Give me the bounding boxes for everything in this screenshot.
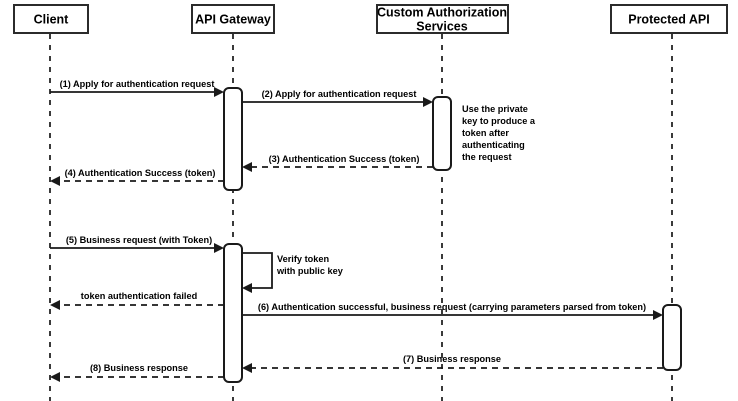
participant-custom-authorization-services[interactable]: Custom Authorization Services [376,4,509,34]
message-3-label: (3) Authentication Success (token) [269,154,420,164]
self-message-verify-token-label-line1: Verify token [277,254,329,264]
activation-bar-custom-authorization-services [432,96,452,171]
participant-box-api-gateway [191,4,275,34]
message-4-arrowhead [50,176,60,186]
message-8[interactable]: (8) Business response [50,363,224,382]
message-1-arrowhead [214,87,224,97]
message-1-label: (1) Apply for authentication request [60,79,215,89]
self-message-verify-token-line [242,252,273,289]
participant-label-client: Client [34,12,70,26]
note-private-key-line5: the request [462,152,512,162]
note-private-key-line4: authenticating [462,140,525,150]
participant-label-custom-authorization-services-line1: Custom Authorization [377,5,507,19]
note-private-key: Use the private key to produce a token a… [462,104,536,162]
participant-client[interactable]: Client [13,4,89,34]
message-6-arrowhead [653,310,663,320]
message-3-arrowhead [242,162,252,172]
message-6-label: (6) Authentication successful, business … [258,302,646,312]
participant-box-protected-api [610,4,728,34]
message-4-label: (4) Authentication Success (token) [65,168,216,178]
participant-box-custom-authorization-services [376,4,509,34]
participant-label-protected-api: Protected API [628,12,710,26]
note-private-key-line1: Use the private [462,104,528,114]
message-8-label: (8) Business response [90,363,188,373]
self-message-verify-token[interactable]: Verify token with public key [242,252,344,293]
message-6[interactable]: (6) Authentication successful, business … [242,302,663,320]
message-token-authentication-failed[interactable]: token authentication failed [50,291,224,310]
message-token-authentication-failed-arrowhead [50,300,60,310]
participant-api-gateway[interactable]: API Gateway [191,4,275,34]
message-5-label: (5) Business request (with Token) [66,235,212,245]
message-2-label: (2) Apply for authentication request [262,89,417,99]
self-message-verify-token-arrowhead [242,283,252,293]
note-private-key-line2: key to produce a [462,116,536,126]
participant-box-client [13,4,89,34]
message-5[interactable]: (5) Business request (with Token) [50,235,224,253]
message-token-authentication-failed-label: token authentication failed [81,291,197,301]
message-7[interactable]: (7) Business response [242,354,663,373]
activation-bar-api-gateway-business [223,243,243,383]
message-4[interactable]: (4) Authentication Success (token) [50,168,224,186]
note-private-key-line3: token after [462,128,509,138]
activation-bar-protected-api [662,304,682,371]
participant-label-custom-authorization-services-line2: Services [416,19,467,33]
message-7-label: (7) Business response [403,354,501,364]
message-2[interactable]: (2) Apply for authentication request [242,89,433,107]
participant-label-api-gateway: API Gateway [195,12,271,26]
message-5-arrowhead [214,243,224,253]
message-3[interactable]: (3) Authentication Success (token) [242,154,433,172]
message-7-arrowhead [242,363,252,373]
activation-bar-api-gateway-auth [223,87,243,191]
message-2-arrowhead [423,97,433,107]
self-message-verify-token-label-line2: with public key [276,266,344,276]
participant-protected-api[interactable]: Protected API [610,4,728,34]
message-8-arrowhead [50,372,60,382]
message-1[interactable]: (1) Apply for authentication request [50,79,224,97]
